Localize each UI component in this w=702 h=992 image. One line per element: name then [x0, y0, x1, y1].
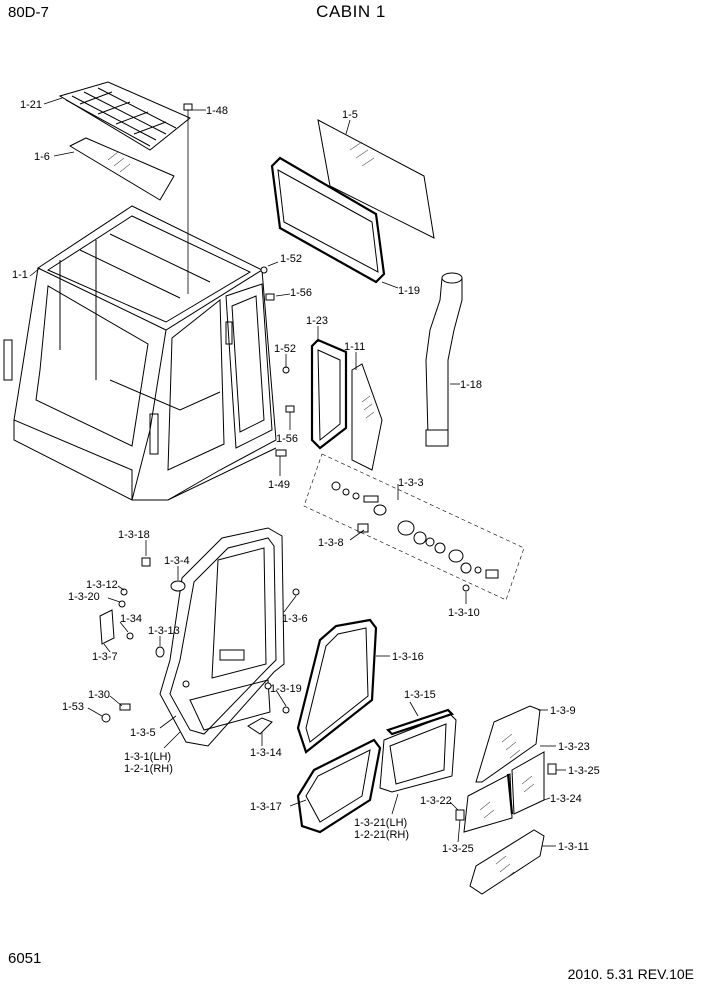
label-1-53: 1-53: [62, 701, 84, 713]
label-1-11: 1-11: [344, 341, 365, 353]
label-1-2-1-rh: 1-2-1(RH): [124, 763, 173, 775]
door-upper-seal-part: [296, 618, 378, 754]
label-1-48: 1-48: [206, 105, 228, 117]
door-sliding-window-part: [379, 708, 457, 793]
front-glass-part: [317, 119, 435, 239]
label-1-3-22: 1-3-22: [420, 795, 452, 807]
label-1-3-17: 1-3-17: [250, 801, 282, 813]
door-hardware-parts: [99, 557, 300, 735]
part-labels: 1-21 1-48 1-6 1-5 1-19 1-1 1-52 1-56 1-2…: [12, 99, 600, 855]
door-sliding-glass-part: [455, 751, 557, 833]
roof-glass-part: [69, 137, 175, 201]
label-1-34: 1-34: [120, 613, 142, 625]
label-1-56-lower: 1-56: [276, 433, 298, 445]
label-1-2-21-rh: 1-2-21(RH): [354, 829, 409, 841]
label-1-3-10: 1-3-10: [448, 607, 480, 619]
label-1-3-15: 1-3-15: [404, 689, 436, 701]
label-1-30: 1-30: [88, 689, 110, 701]
model-number: 80D-7: [8, 4, 49, 21]
label-1-18: 1-18: [460, 379, 482, 391]
label-1-23: 1-23: [306, 315, 328, 327]
label-1-3-6: 1-3-6: [282, 613, 308, 625]
leader-lines: [29, 97, 566, 847]
label-1-3-20: 1-3-20: [68, 591, 100, 603]
label-1-5: 1-5: [342, 109, 358, 121]
label-1-3-24: 1-3-24: [550, 793, 582, 805]
label-1-3-3: 1-3-3: [398, 477, 424, 489]
label-1-6: 1-6: [34, 151, 50, 163]
label-1-49: 1-49: [268, 479, 290, 491]
label-1-3-5: 1-3-5: [130, 727, 156, 739]
label-1-3-18: 1-3-18: [118, 529, 150, 541]
label-1-3-4: 1-3-4: [164, 555, 190, 567]
front-glass-seal-part: [270, 156, 386, 284]
page-title: CABIN 1: [316, 2, 386, 21]
label-1-21: 1-21: [20, 99, 42, 111]
label-1-1: 1-1: [12, 269, 28, 281]
label-1-3-12: 1-3-12: [86, 579, 118, 591]
label-1-52-lower: 1-52: [274, 343, 296, 355]
label-1-3-9: 1-3-9: [550, 705, 576, 717]
label-1-3-16: 1-3-16: [392, 651, 424, 663]
door-lock-assembly-part: [303, 453, 525, 601]
label-1-3-11: 1-3-11: [558, 841, 589, 853]
roof-grille-part: [58, 81, 191, 151]
label-1-3-8: 1-3-8: [318, 537, 344, 549]
door-lower-glass-part: [469, 829, 545, 895]
bolt-part: [183, 103, 193, 124]
label-1-3-25-right: 1-3-25: [568, 765, 600, 777]
label-1-3-1-lh: 1-3-1(LH): [124, 751, 171, 763]
door-lower-seal-part: [296, 738, 382, 834]
side-window-seal-part: [310, 338, 348, 450]
label-1-3-23: 1-3-23: [558, 741, 590, 753]
label-1-52-upper: 1-52: [280, 253, 302, 265]
label-1-3-25-lower: 1-3-25: [442, 843, 474, 855]
cabin-door-part: [159, 527, 285, 747]
page-number: 6051: [8, 950, 42, 967]
cabin-frame-part: [3, 205, 277, 501]
label-1-3-13: 1-3-13: [148, 625, 180, 637]
label-1-19: 1-19: [398, 285, 420, 297]
air-duct-part: [425, 272, 463, 447]
label-1-3-7: 1-3-7: [92, 651, 118, 663]
label-1-3-14: 1-3-14: [250, 747, 282, 759]
side-window-glass-part: [351, 363, 383, 471]
label-1-56-upper: 1-56: [290, 287, 312, 299]
revision-date: 2010. 5.31 REV.10E: [567, 966, 694, 982]
label-1-3-21-lh: 1-3-21(LH): [354, 817, 407, 829]
label-1-3-19: 1-3-19: [270, 683, 302, 695]
